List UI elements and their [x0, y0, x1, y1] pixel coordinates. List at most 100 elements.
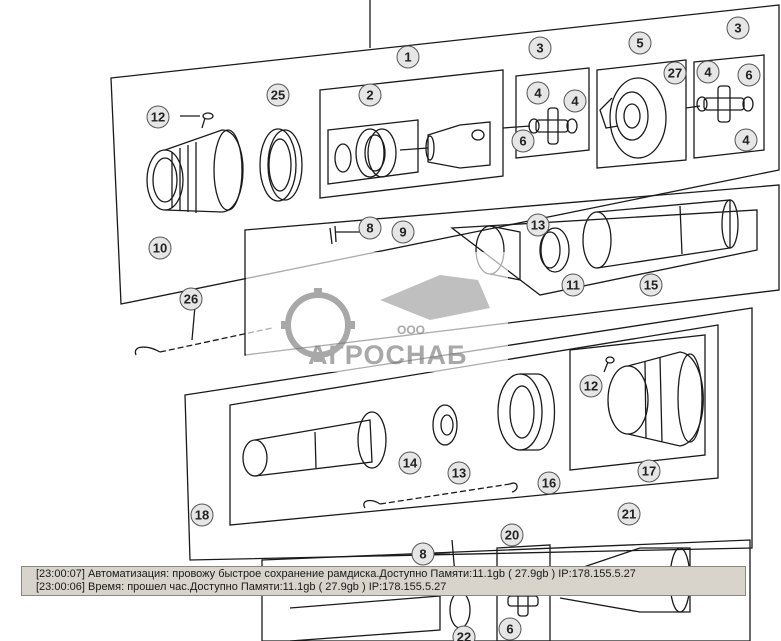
- callout-number: 1: [404, 50, 411, 65]
- group-box-5: [596, 59, 687, 169]
- callout-number: 12: [584, 379, 598, 394]
- flange-yoke-5: [599, 77, 667, 159]
- callout-circle: [737, 63, 761, 87]
- console-line: [23:00:07] Автоматизация: провожу быстро…: [36, 568, 636, 580]
- callout-number: 9: [399, 225, 406, 240]
- agrosnab-watermark: ООО АГРОСНАБ: [246, 252, 508, 372]
- callout-number: 8: [419, 547, 426, 562]
- group-box-2: [327, 119, 419, 185]
- callout-number: 2: [366, 88, 373, 103]
- callout-circle: [528, 36, 552, 60]
- callout-circle: [148, 236, 172, 260]
- callout-number: 8: [366, 221, 373, 236]
- assembly-plane-bottom: [261, 539, 751, 641]
- callout-circle: [396, 45, 420, 69]
- safety-chain-14: [363, 482, 518, 509]
- callout-circle: [617, 502, 641, 526]
- watermark-company-prefix: ООО: [397, 323, 425, 337]
- pin-8-top: [329, 225, 360, 245]
- callout-circle: [498, 617, 522, 641]
- callout-circle: [398, 451, 422, 475]
- callout-number: 20: [505, 528, 519, 543]
- callout-circle: [696, 60, 720, 84]
- callout-number: 13: [531, 218, 545, 233]
- yoke-1: [399, 121, 491, 169]
- callout-circle: [526, 213, 550, 237]
- assembly-plane-top: [110, 4, 780, 305]
- callout-circle: [639, 273, 663, 297]
- callout-circle: [511, 129, 535, 153]
- screw-12-lower: [603, 356, 615, 373]
- callout-number: 3: [536, 41, 543, 56]
- callout-circle: [561, 273, 585, 297]
- callout-circle: [146, 105, 170, 129]
- callout-number: 13: [452, 466, 466, 481]
- console-log-overlay: [23:00:07] Автоматизация: провожу быстро…: [21, 566, 746, 596]
- callout-circle: [526, 81, 550, 105]
- callout-number: 26: [184, 292, 198, 307]
- outer-tube-15: [582, 199, 739, 269]
- callout-number: 5: [636, 36, 643, 51]
- callout-circle: [726, 16, 750, 40]
- group-box-3-left: [515, 67, 590, 159]
- callout-number: 17: [642, 464, 656, 479]
- callout-circle: [637, 459, 661, 483]
- callout-number: 4: [704, 65, 712, 80]
- group-box-1: [319, 69, 504, 199]
- callout-circle: [358, 83, 382, 107]
- callout-circle: [500, 523, 524, 547]
- protective-cone-17: [607, 351, 704, 447]
- callout-number: 22: [457, 630, 471, 641]
- callout-circle: [179, 287, 203, 311]
- assembly-plane-lower: [184, 307, 753, 561]
- callout-number: 4: [742, 133, 750, 148]
- callout-circle: [563, 89, 587, 113]
- callout-labels: 1233444456668891011121213131415161718202…: [146, 16, 761, 641]
- assembly-plane-middle: [244, 184, 780, 356]
- callout-circle: [358, 216, 382, 240]
- callout-number: 4: [571, 94, 579, 109]
- callout-circle: [663, 61, 687, 85]
- callout-number: 14: [403, 456, 418, 471]
- callout-circle: [266, 83, 290, 107]
- callout-number: 12: [151, 110, 165, 125]
- retaining-ring-13: [432, 404, 458, 446]
- callout-number: 6: [519, 134, 526, 149]
- protective-cone-10: [146, 129, 244, 213]
- callout-number: 4: [534, 86, 542, 101]
- callout-circle: [452, 625, 476, 641]
- callout-circle: [579, 374, 603, 398]
- callout-number: 6: [506, 622, 513, 637]
- yoke-22: [289, 591, 471, 641]
- watermark-company-name: АГРОСНАБ: [308, 340, 467, 370]
- callout-number: 10: [153, 241, 167, 256]
- group-box-3-right: [693, 54, 765, 159]
- harvester-silhouette-icon: [380, 275, 490, 320]
- console-line: [23:00:06] Время: прошел час.Доступно Па…: [36, 581, 447, 593]
- callout-number: 16: [542, 476, 556, 491]
- inner-tube-18: [242, 411, 387, 477]
- group-box-15: [450, 209, 758, 296]
- bearing-ring-25: [259, 128, 303, 202]
- group-box-17: [569, 334, 706, 471]
- snap-ring-and-bearing-2: [334, 128, 397, 178]
- callout-circle: [447, 461, 471, 485]
- callout-number: 3: [734, 21, 741, 36]
- callout-number: 18: [195, 508, 209, 523]
- callout-circle: [628, 31, 652, 55]
- callout-circle: [190, 503, 214, 527]
- callout-circle: [734, 128, 758, 152]
- callout-circle: [411, 542, 435, 566]
- group-box-20: [496, 544, 551, 641]
- bearing-ring-16: [497, 373, 556, 451]
- callout-circle: [537, 471, 561, 495]
- callout-circle: [391, 220, 415, 244]
- callout-number: 27: [668, 66, 682, 81]
- callout-number: 21: [622, 507, 636, 522]
- cross-kit-4-right: [685, 85, 754, 123]
- callout-number: 25: [271, 88, 285, 103]
- group-box-18: [229, 324, 719, 526]
- callout-number: 6: [745, 68, 752, 83]
- screw-12-top: [180, 112, 214, 129]
